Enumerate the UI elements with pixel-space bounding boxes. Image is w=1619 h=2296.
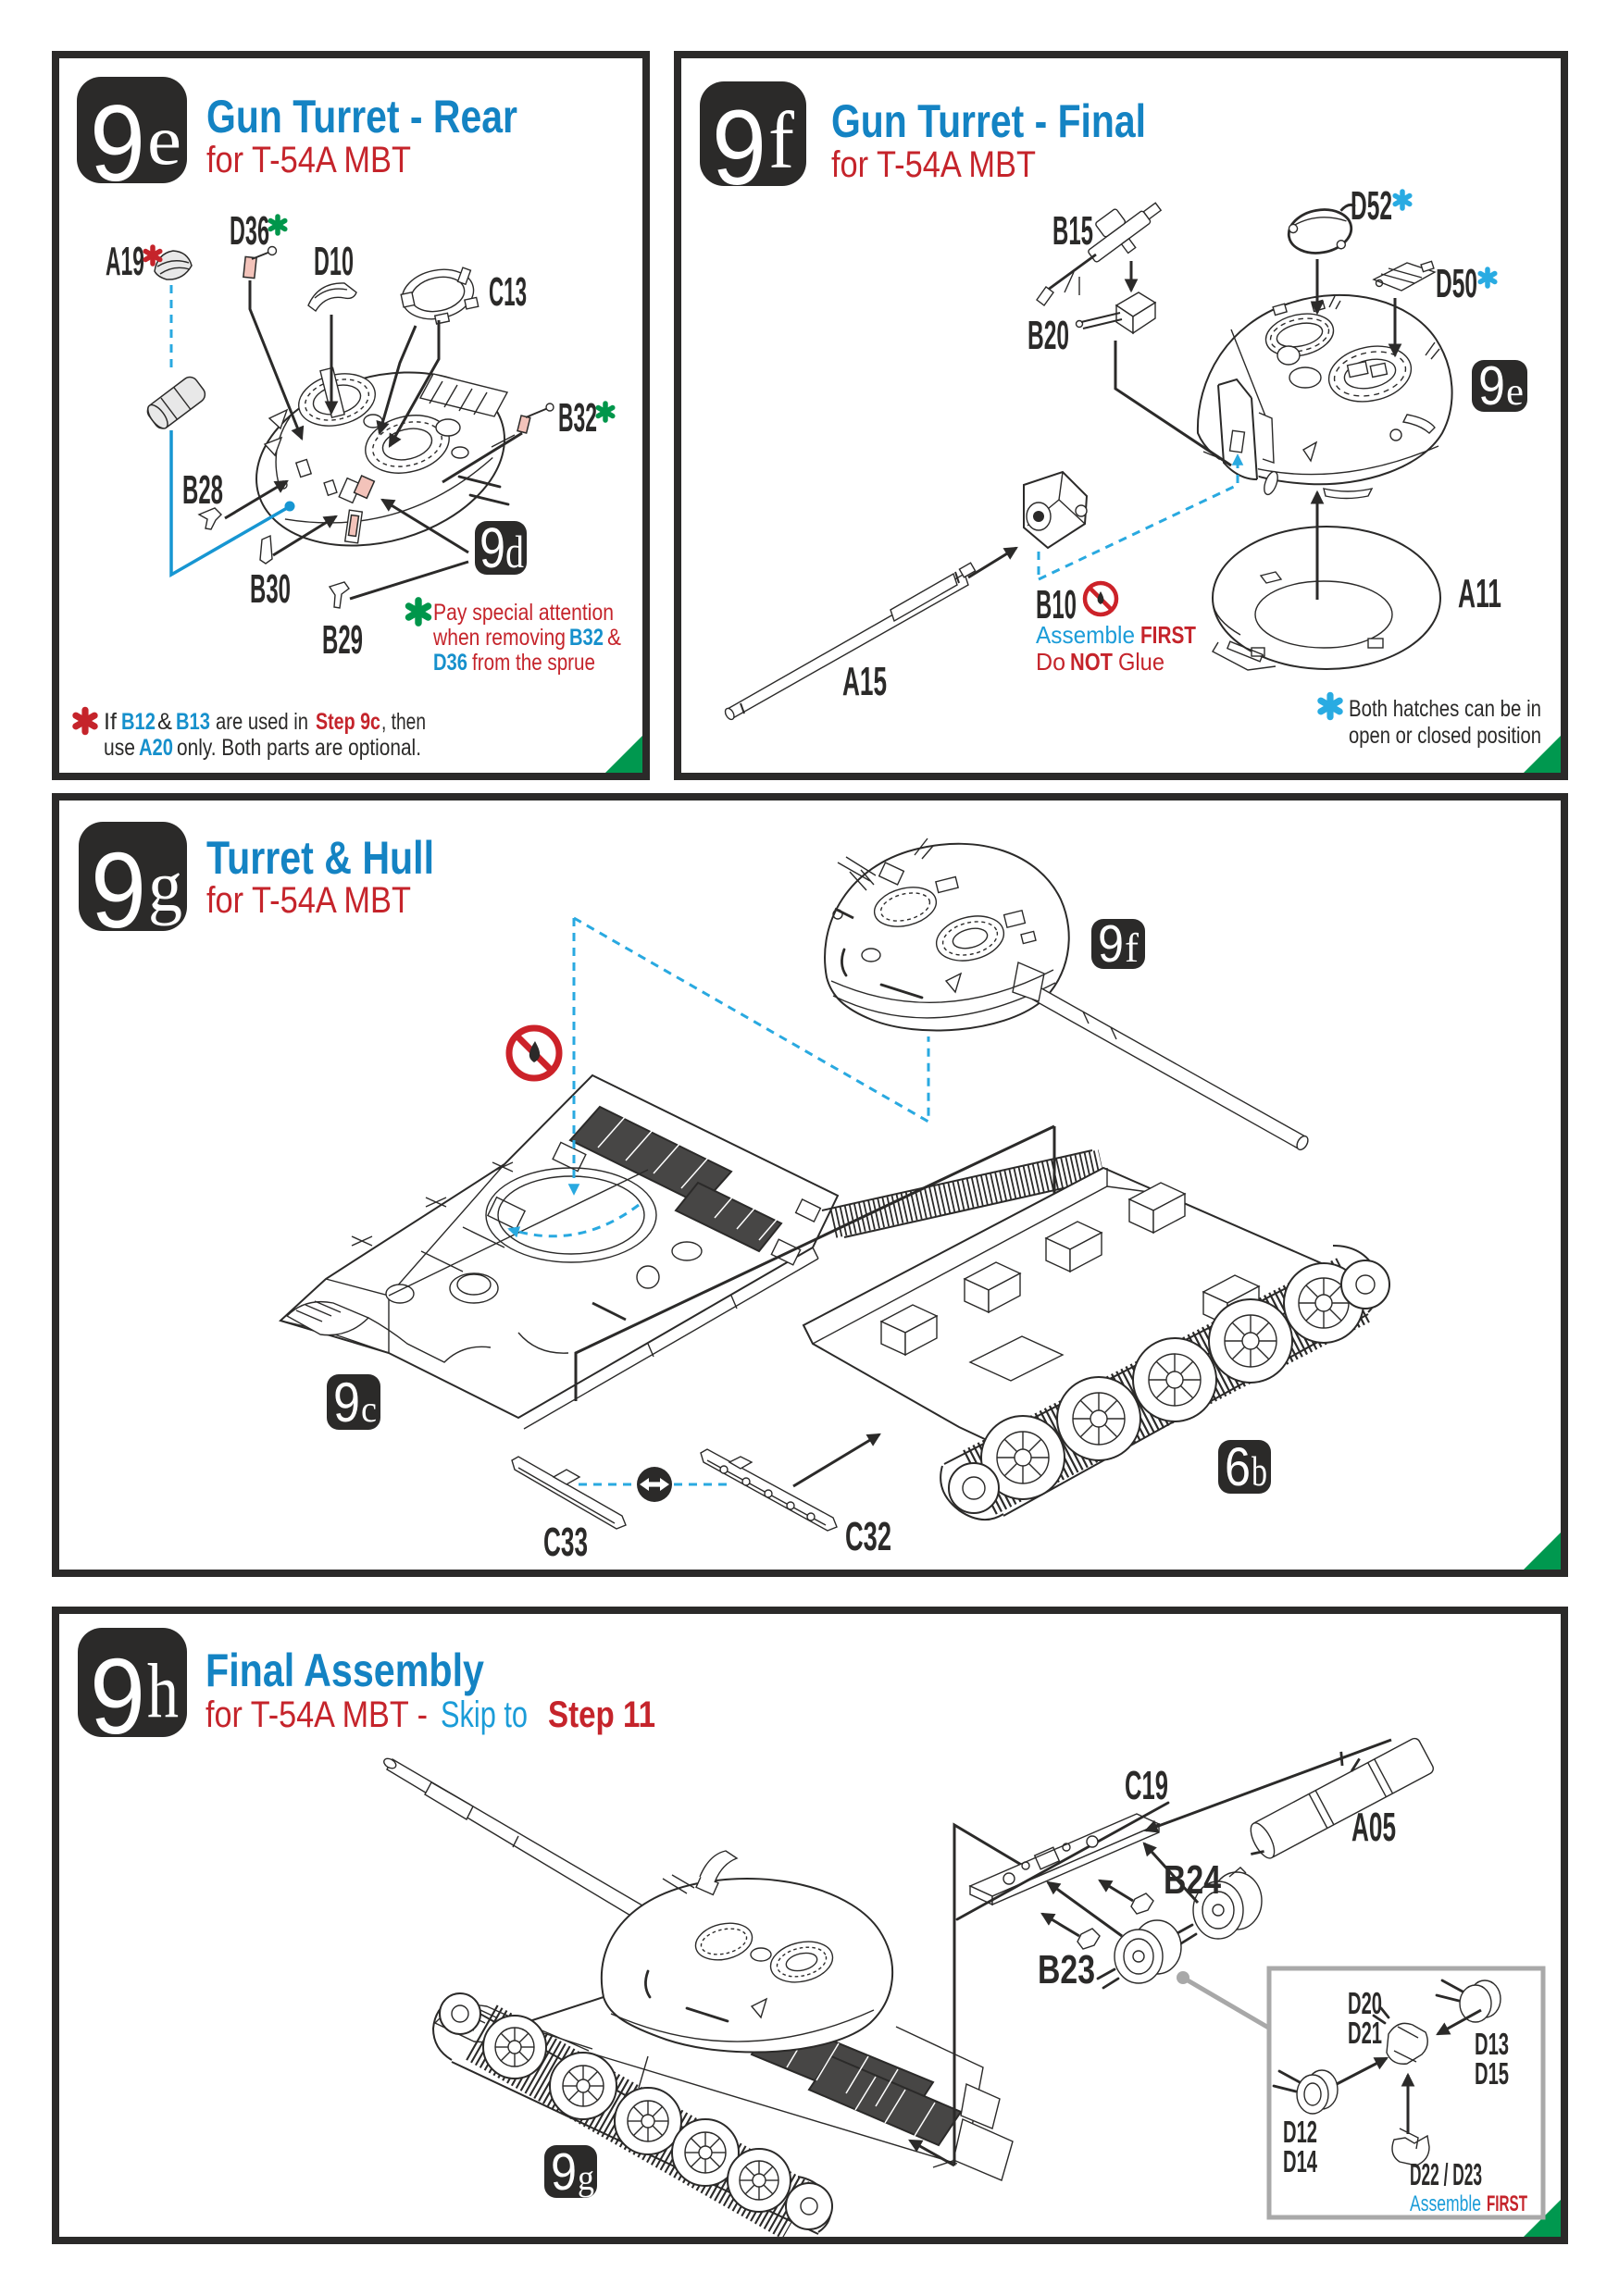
svg-text:A20: A20 [139, 735, 173, 761]
svg-text:D20: D20 [1348, 1986, 1382, 2020]
svg-text:Do: Do [1036, 648, 1065, 676]
svg-text:9: 9 [91, 830, 146, 950]
svg-text:D50: D50 [1436, 261, 1477, 306]
svg-text:for T-54A MBT -: for T-54A MBT - [205, 1694, 428, 1735]
svg-text:e: e [147, 100, 181, 180]
svg-text:A11: A11 [1458, 571, 1501, 616]
svg-text:h: h [147, 1648, 179, 1734]
svg-text:b: b [1252, 1447, 1267, 1495]
svg-text:D13: D13 [1475, 2027, 1509, 2061]
svg-text:6: 6 [1225, 1437, 1251, 1497]
svg-text:f: f [1125, 925, 1139, 971]
svg-text:&: & [607, 625, 621, 651]
svg-text:B28: B28 [182, 467, 223, 513]
svg-text:D22 / D23: D22 / D23 [1410, 2157, 1482, 2191]
svg-text:A19: A19 [106, 239, 144, 284]
svg-text:FIRST: FIRST [1140, 621, 1196, 649]
svg-text:A05: A05 [1351, 1805, 1396, 1850]
svg-text:Turret & Hull: Turret & Hull [206, 832, 434, 884]
svg-text:9: 9 [90, 82, 145, 204]
svg-text:B13: B13 [176, 709, 210, 735]
svg-text:C19: C19 [1125, 1763, 1168, 1808]
svg-text:C33: C33 [543, 1520, 588, 1565]
svg-text:D10: D10 [314, 239, 354, 284]
svg-text:for T-54A MBT: for T-54A MBT [831, 144, 1036, 185]
svg-text:B29: B29 [322, 617, 363, 663]
svg-text:Step 9c: Step 9c [316, 709, 380, 735]
svg-text:9: 9 [1098, 914, 1124, 974]
svg-text:B32: B32 [569, 625, 604, 651]
svg-text:B30: B30 [250, 566, 291, 612]
svg-text:c: c [361, 1388, 377, 1430]
svg-text:D12: D12 [1283, 2115, 1317, 2149]
svg-text:9: 9 [90, 1636, 145, 1756]
svg-text:from the sprue: from the sprue [472, 650, 595, 676]
svg-text:Assemble: Assemble [1410, 2191, 1481, 2216]
svg-text:If: If [104, 709, 117, 735]
svg-text:NOT: NOT [1070, 648, 1113, 676]
svg-text:9: 9 [333, 1371, 360, 1433]
svg-text:use: use [104, 735, 135, 761]
svg-text:Skip to: Skip to [441, 1694, 528, 1735]
svg-text:, then: , then [381, 709, 426, 735]
svg-text:FIRST: FIRST [1487, 2191, 1527, 2216]
svg-text:d: d [505, 526, 524, 577]
svg-text:D14: D14 [1283, 2144, 1317, 2178]
svg-text:Assemble: Assemble [1036, 621, 1135, 649]
svg-text:Pay special attention: Pay special attention [433, 600, 614, 626]
svg-text:B24: B24 [1164, 1857, 1221, 1903]
svg-text:g: g [148, 846, 182, 926]
svg-text:D36: D36 [230, 208, 269, 254]
svg-text:Final Assembly: Final Assembly [205, 1644, 484, 1696]
svg-text:B10: B10 [1036, 582, 1077, 627]
svg-text:f: f [768, 96, 795, 186]
svg-text:Gun Turret - Rear: Gun Turret - Rear [206, 91, 517, 143]
svg-text:open or closed position: open or closed position [1349, 723, 1541, 749]
svg-text:are used in: are used in [216, 709, 308, 735]
svg-text:B15: B15 [1052, 208, 1093, 254]
svg-text:B20: B20 [1027, 313, 1069, 358]
svg-text:for T-54A MBT: for T-54A MBT [206, 880, 411, 921]
svg-text:D36: D36 [433, 650, 467, 676]
svg-text:D52: D52 [1351, 183, 1392, 229]
svg-text:9: 9 [712, 89, 766, 207]
svg-text:9: 9 [551, 2142, 577, 2202]
svg-text:9: 9 [1478, 355, 1505, 416]
svg-text:when removing: when removing [432, 625, 566, 651]
svg-text:e: e [1506, 371, 1524, 414]
svg-text:&: & [157, 709, 172, 735]
svg-text:9: 9 [479, 516, 505, 579]
svg-text:D15: D15 [1475, 2056, 1509, 2091]
svg-text:D21: D21 [1348, 2016, 1382, 2050]
svg-text:Step 11: Step 11 [548, 1694, 655, 1735]
svg-text:g: g [578, 2158, 594, 2198]
svg-text:Both hatches can be in: Both hatches can be in [1349, 696, 1541, 722]
svg-text:C32: C32 [845, 1514, 891, 1559]
svg-text:only. Both parts are optional: only. Both parts are optional. [177, 735, 421, 761]
svg-text:B12: B12 [121, 709, 156, 735]
svg-text:C13: C13 [489, 269, 527, 315]
svg-text:for T-54A MBT: for T-54A MBT [206, 140, 411, 180]
svg-text:B32: B32 [558, 395, 597, 441]
svg-text:Gun Turret - Final: Gun Turret - Final [831, 95, 1146, 147]
svg-text:B23: B23 [1038, 1947, 1095, 1992]
svg-text:Glue: Glue [1118, 648, 1164, 676]
svg-text:A15: A15 [842, 659, 887, 704]
